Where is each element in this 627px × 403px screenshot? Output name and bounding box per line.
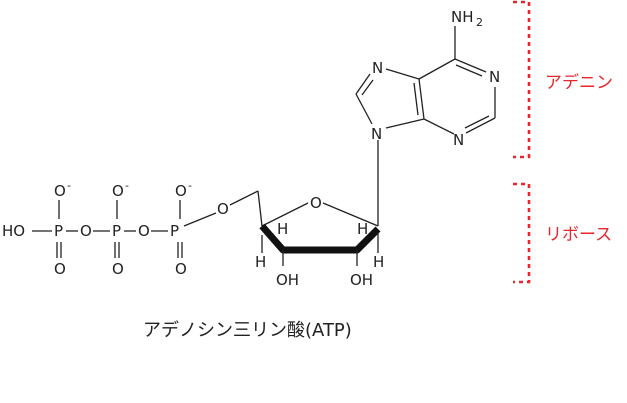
atom-o-minus-p2: O [112, 182, 124, 200]
bond-c8-n7-double [361, 79, 374, 96]
bond-c6-n1 [454, 58, 487, 73]
bond-c5-c6 [418, 58, 456, 80]
atom-ho-terminal: HO [2, 222, 25, 240]
bond-p3-o5 [183, 212, 217, 227]
atom-o-bridge2: O [138, 222, 150, 240]
atom-p3: P [170, 222, 179, 240]
atom-o-p3-double: O [175, 260, 187, 278]
atom-o5-prime: O [217, 200, 229, 218]
phosphate-chain: HO P O - O O P O - O O P O - O O [2, 179, 259, 278]
atom-p1: P [54, 222, 63, 240]
ribose-bracket [513, 182, 531, 284]
atom-nh2-subscript: 2 [476, 16, 483, 29]
bond-c8-n7 [355, 73, 371, 95]
atom-h-c2: H [357, 220, 368, 238]
atom-o-bridge1: O [80, 222, 92, 240]
atom-n1: N [489, 68, 500, 86]
atom-h-c1: H [373, 253, 384, 271]
atom-n3: N [453, 131, 464, 149]
bond-c6-n1-double [455, 64, 483, 77]
ribose-label: リボース [545, 225, 612, 245]
atom-o-p2-double: O [112, 260, 124, 278]
charge-minus-p1: - [67, 179, 71, 192]
atom-o-ring: O [310, 194, 322, 212]
bond-n3-c4 [423, 118, 455, 135]
bond-n7-c5 [385, 68, 420, 80]
bond-c2-n3-double [464, 115, 490, 129]
bond-c5-c4-double [413, 82, 419, 116]
atom-oh-c3: OH [276, 271, 299, 289]
bond-c2-n3 [465, 117, 496, 134]
adenine-base: N N NH 2 N N [355, 8, 500, 149]
bond-c5-c4 [257, 190, 263, 227]
bond-ribose-front-bold [259, 223, 381, 254]
charge-minus-p3: - [188, 179, 192, 192]
adenine-label: アデニン [545, 72, 613, 93]
ribose-ring: O H H OH OH H H [255, 140, 384, 289]
atom-o-minus-p1: O [54, 182, 66, 200]
atom-nh2: NH [451, 8, 474, 26]
atom-n7: N [372, 59, 383, 77]
bond-n9-c4 [385, 118, 425, 129]
atom-h-c4-down: H [255, 253, 266, 271]
bond-c5-c4 [418, 78, 425, 120]
bond-o-ring-c1 [322, 202, 379, 227]
bond-o5-c5 [229, 190, 259, 206]
atom-oh-c2: OH [350, 271, 373, 289]
atom-n9: N [371, 125, 382, 143]
caption: アデノシン三リン酸(ATP) [143, 320, 352, 341]
charge-minus-p2: - [125, 179, 129, 192]
atom-p2: P [112, 222, 121, 240]
atom-h-c4: H [277, 220, 288, 238]
atom-o-p1-double: O [54, 260, 66, 278]
bond-c4-o-ring [261, 202, 309, 227]
adenine-annotation: アデニン [513, 0, 613, 159]
bond-n9-c8 [355, 93, 373, 125]
adenine-bracket [513, 0, 531, 159]
ribose-annotation: リボース [513, 182, 612, 284]
atom-o-minus-p3: O [175, 182, 187, 200]
